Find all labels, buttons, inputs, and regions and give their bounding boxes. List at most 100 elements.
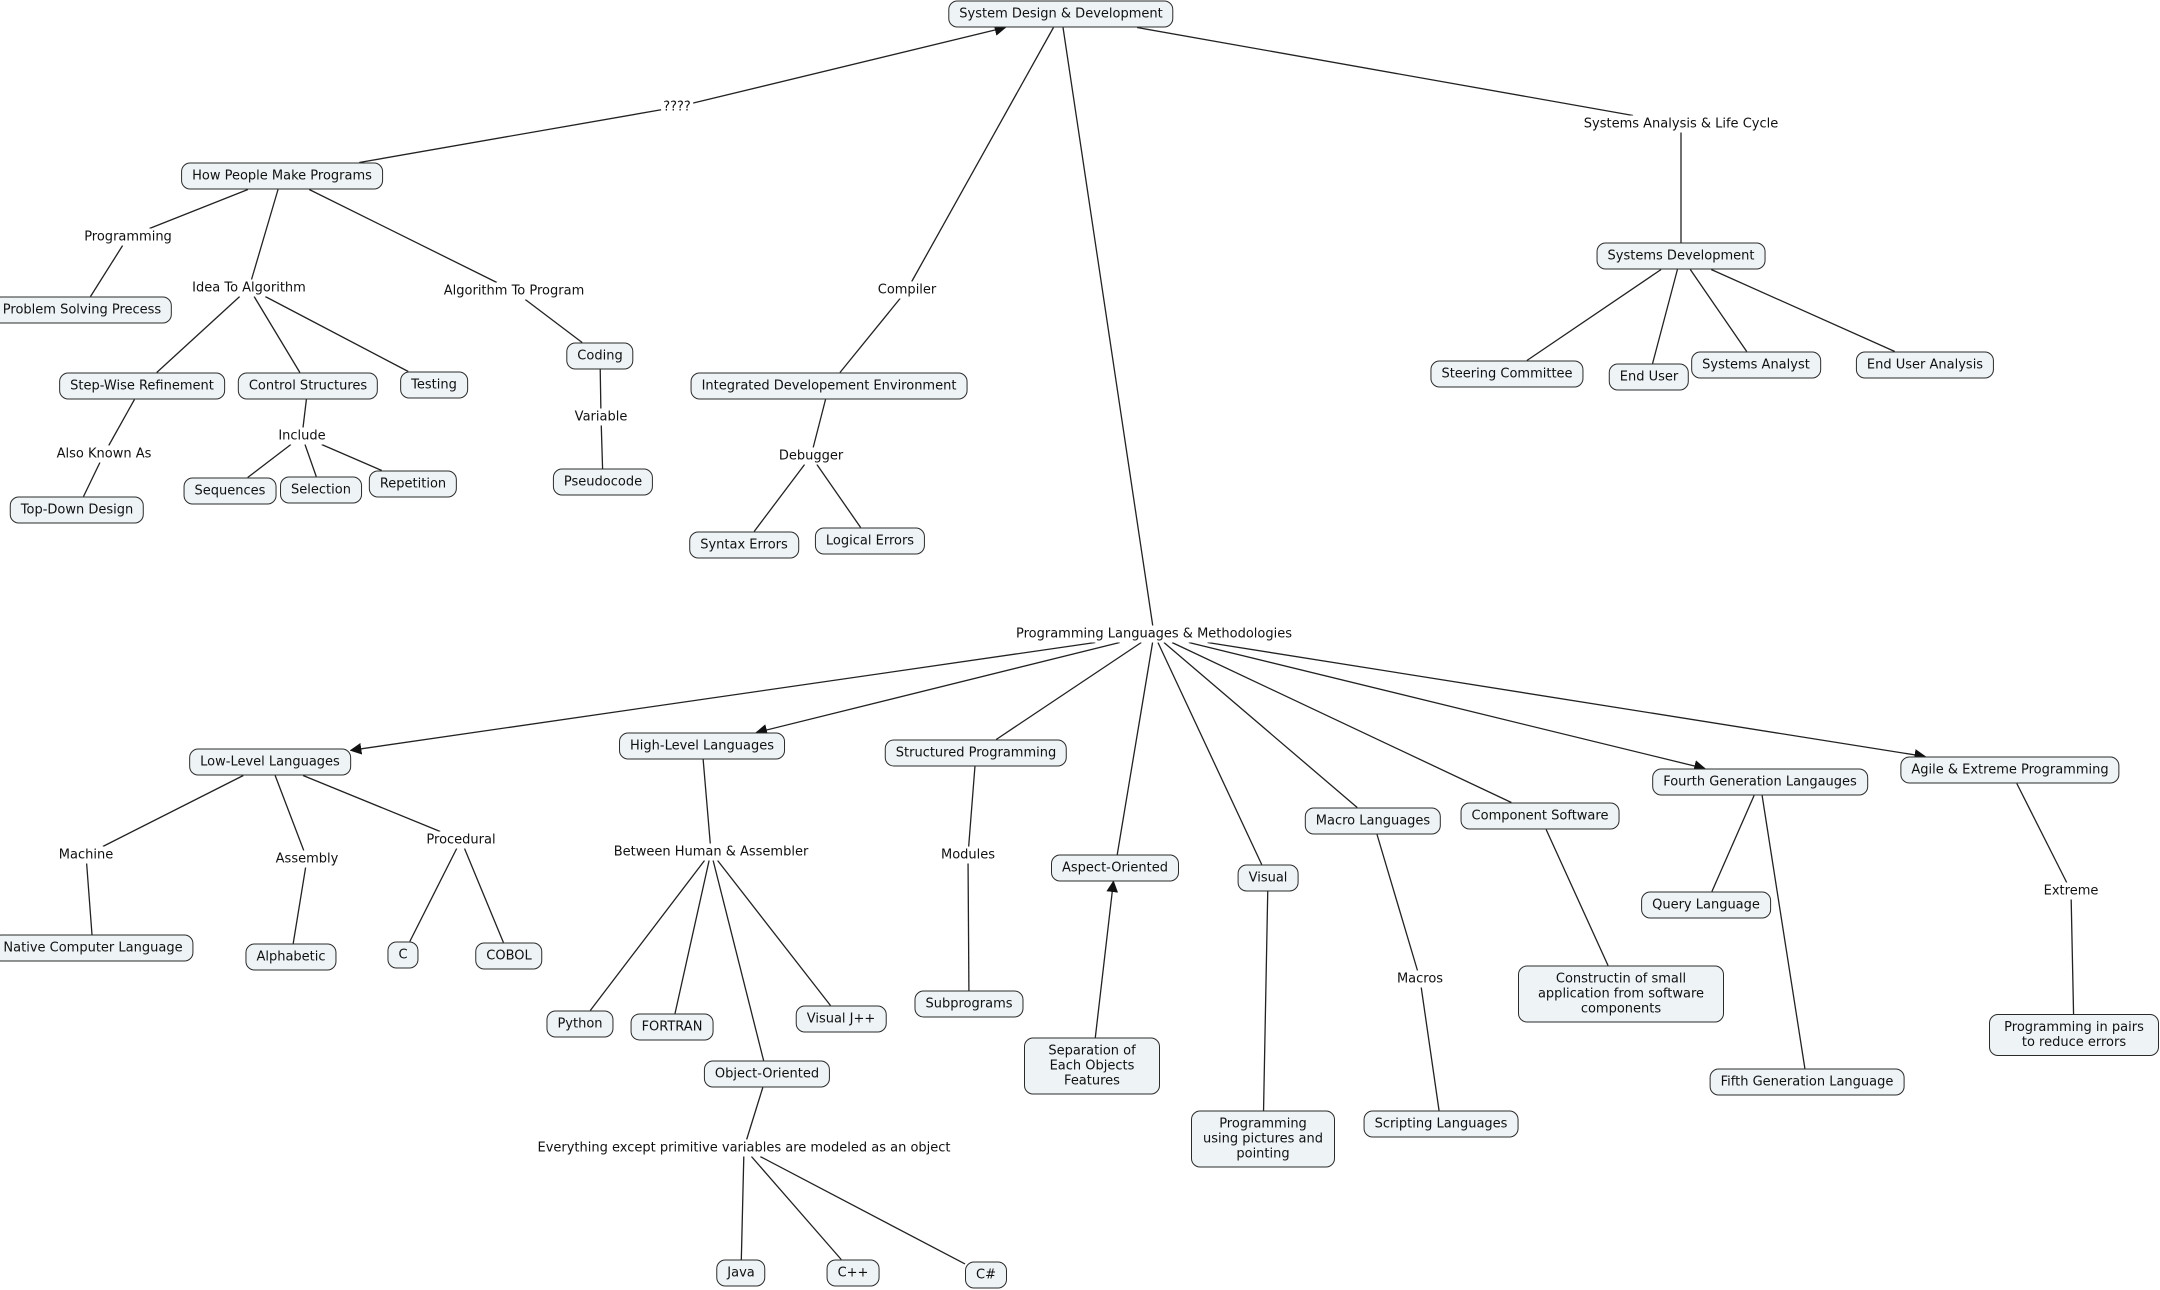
link-p-include-n-selection <box>304 444 317 477</box>
concept-construction-of-small-applications[interactable]: Constructin of small application from so… <box>1518 965 1724 1023</box>
concept-systems-development[interactable]: Systems Development <box>1596 242 1766 270</box>
concept-csharp[interactable]: C# <box>965 1261 1007 1289</box>
link-p-pl_methodologies-n-fourth_gen <box>1188 641 1706 772</box>
concept-structured-programming[interactable]: Structured Programming <box>884 739 1068 767</box>
link-p-between_human-n-fortran <box>674 860 710 1014</box>
concept-top-down-design[interactable]: Top-Down Design <box>9 496 145 524</box>
concept-systems-analyst[interactable]: Systems Analyst <box>1691 351 1821 379</box>
concept-low-level-languages[interactable]: Low-Level Languages <box>189 748 351 776</box>
concept-visual[interactable]: Visual <box>1237 864 1299 892</box>
link-phrase-assembly: Assembly <box>273 850 341 868</box>
link-n-coding-p-variable <box>599 369 602 409</box>
concept-testing[interactable]: Testing <box>400 371 468 399</box>
concept-system-design[interactable]: System Design & Development <box>948 0 1174 28</box>
link-n-systems_development-n-end_user_analysis <box>1710 268 1896 353</box>
link-n-system_design-p-sa_life_cycle <box>1136 26 1634 117</box>
link-n-fourth_gen-n-query_language <box>1711 795 1755 892</box>
concept-control-structures[interactable]: Control Structures <box>237 372 379 400</box>
link-p-programming-n-problem_solving <box>89 245 124 297</box>
concept-high-level-languages[interactable]: High-Level Languages <box>619 732 785 760</box>
link-n-low_level-p-machine <box>102 774 244 848</box>
concept-scripting-languages[interactable]: Scripting Languages <box>1363 1110 1519 1138</box>
concept-macro-languages[interactable]: Macro Languages <box>1304 807 1442 835</box>
link-p-idea_to_algorithm-n-control_structures <box>253 296 301 373</box>
link-p-between_human-n-object_oriented <box>712 860 765 1061</box>
link-p-include-n-repetition <box>321 443 383 472</box>
concept-visual-jpp[interactable]: Visual J++ <box>795 1005 887 1033</box>
concept-fourth-generation-languages[interactable]: Fourth Generation Langauges <box>1652 768 1868 796</box>
link-n-agile-p-extreme <box>2016 783 2068 883</box>
link-p-everything_except-n-csharp <box>759 1155 966 1265</box>
link-p-everything_except-n-cpp <box>750 1156 842 1260</box>
link-phrase-programming-languages-methodologies: Programming Languages & Methodologies <box>1014 625 1294 643</box>
concept-pseudocode[interactable]: Pseudocode <box>552 468 654 496</box>
link-phrase-debugger: Debugger <box>776 447 846 465</box>
concept-selection[interactable]: Selection <box>280 476 362 504</box>
link-n-fourth_gen-n-fifth_gen <box>1761 795 1806 1069</box>
link-p-unknown-n-system_design <box>692 24 1007 104</box>
link-p-idea_to_algorithm-n-step_wise <box>156 296 241 373</box>
link-n-visual-n-pictures <box>1262 891 1269 1111</box>
link-p-machine-n-native <box>85 863 93 935</box>
link-p-pl_methodologies-n-component_software <box>1171 641 1512 804</box>
concept-c[interactable]: C <box>387 941 419 969</box>
link-p-unknown-n-how_people <box>359 109 662 164</box>
link-p-debugger-n-syntax_errors <box>753 464 806 532</box>
concept-java[interactable]: Java <box>716 1259 766 1287</box>
link-phrase-include: Include <box>276 427 328 445</box>
link-n-macro_languages-p-macros <box>1376 834 1419 971</box>
concept-ide[interactable]: Integrated Developement Environment <box>690 372 968 400</box>
link-phrase-procedural: Procedural <box>424 831 498 849</box>
link-n-systems_development-n-steering_committee <box>1526 268 1662 362</box>
link-p-debugger-n-logical_errors <box>816 464 862 528</box>
concept-fifth-generation-language[interactable]: Fifth Generation Language <box>1709 1068 1905 1096</box>
concept-native-computer-language[interactable]: Native Computer Language <box>0 934 194 962</box>
concept-query-language[interactable]: Query Language <box>1641 891 1771 919</box>
concept-logical-errors[interactable]: Logical Errors <box>814 527 926 555</box>
link-n-high_level-p-between_human <box>702 759 711 844</box>
link-phrase-unknown: ???? <box>661 98 693 116</box>
link-p-assembly-n-alphabetic <box>292 867 307 944</box>
concept-syntax-errors[interactable]: Syntax Errors <box>689 531 799 559</box>
link-p-pl_methodologies-n-agile <box>1207 641 1927 761</box>
concept-cpp[interactable]: C++ <box>826 1259 880 1287</box>
link-n-component_software-n-constructin <box>1545 829 1609 966</box>
concept-alphabetic[interactable]: Alphabetic <box>245 943 337 971</box>
concept-end-user[interactable]: End User <box>1608 363 1690 391</box>
concept-fortran[interactable]: FORTRAN <box>630 1013 714 1041</box>
concept-subprograms[interactable]: Subprograms <box>914 990 1024 1018</box>
link-phrase-compiler: Compiler <box>875 281 939 299</box>
link-p-everything_except-n-java <box>740 1156 745 1260</box>
link-phrase-modules: Modules <box>938 846 998 864</box>
concept-problem-solving-process[interactable]: Problem Solving Precess <box>0 296 173 324</box>
concept-how-people-make-programs[interactable]: How People Make Programs <box>181 162 383 190</box>
concept-programming-using-pictures[interactable]: Programming using pictures and pointing <box>1191 1110 1335 1168</box>
concept-agile-extreme-programming[interactable]: Agile & Extreme Programming <box>1900 756 2120 784</box>
concept-coding[interactable]: Coding <box>566 342 634 370</box>
concept-component-software[interactable]: Component Software <box>1460 802 1620 830</box>
link-n-systems_development-n-end_user <box>1651 269 1679 364</box>
link-p-include-n-sequences <box>247 443 292 479</box>
link-n-control_structures-p-include <box>302 399 308 428</box>
concept-repetition[interactable]: Repetition <box>368 470 458 498</box>
link-p-pl_methodologies-n-macro_languages <box>1163 642 1358 808</box>
concept-step-wise-refinement[interactable]: Step-Wise Refinement <box>59 372 225 400</box>
link-p-modules-n-subprograms <box>967 863 970 991</box>
link-phrase-variable: Variable <box>572 408 630 426</box>
concept-cobol[interactable]: COBOL <box>475 942 543 970</box>
link-p-also_known_as-n-top_down <box>82 462 101 497</box>
concept-aspect-oriented[interactable]: Aspect-Oriented <box>1051 854 1179 882</box>
link-n-step_wise-p-also_known_as <box>108 399 136 446</box>
concept-sequences[interactable]: Sequences <box>183 477 277 505</box>
link-phrase-systems-analysis-life-cycle: Systems Analysis & Life Cycle <box>1581 115 1781 133</box>
concept-separation-of-features[interactable]: Separation of Each Objects Features <box>1024 1037 1160 1095</box>
link-phrase-also-known-as: Also Known As <box>54 445 154 463</box>
link-p-algorithm_to_program-n-coding <box>524 298 583 344</box>
concept-python[interactable]: Python <box>546 1010 614 1038</box>
concept-end-user-analysis[interactable]: End User Analysis <box>1855 351 1995 379</box>
concept-programming-in-pairs[interactable]: Programming in pairs to reduce errors <box>1989 1014 2159 1056</box>
concept-object-oriented[interactable]: Object-Oriented <box>703 1060 831 1088</box>
link-n-systems_development-n-systems_analyst <box>1689 269 1748 352</box>
concept-steering-committee[interactable]: Steering Committee <box>1430 360 1584 388</box>
